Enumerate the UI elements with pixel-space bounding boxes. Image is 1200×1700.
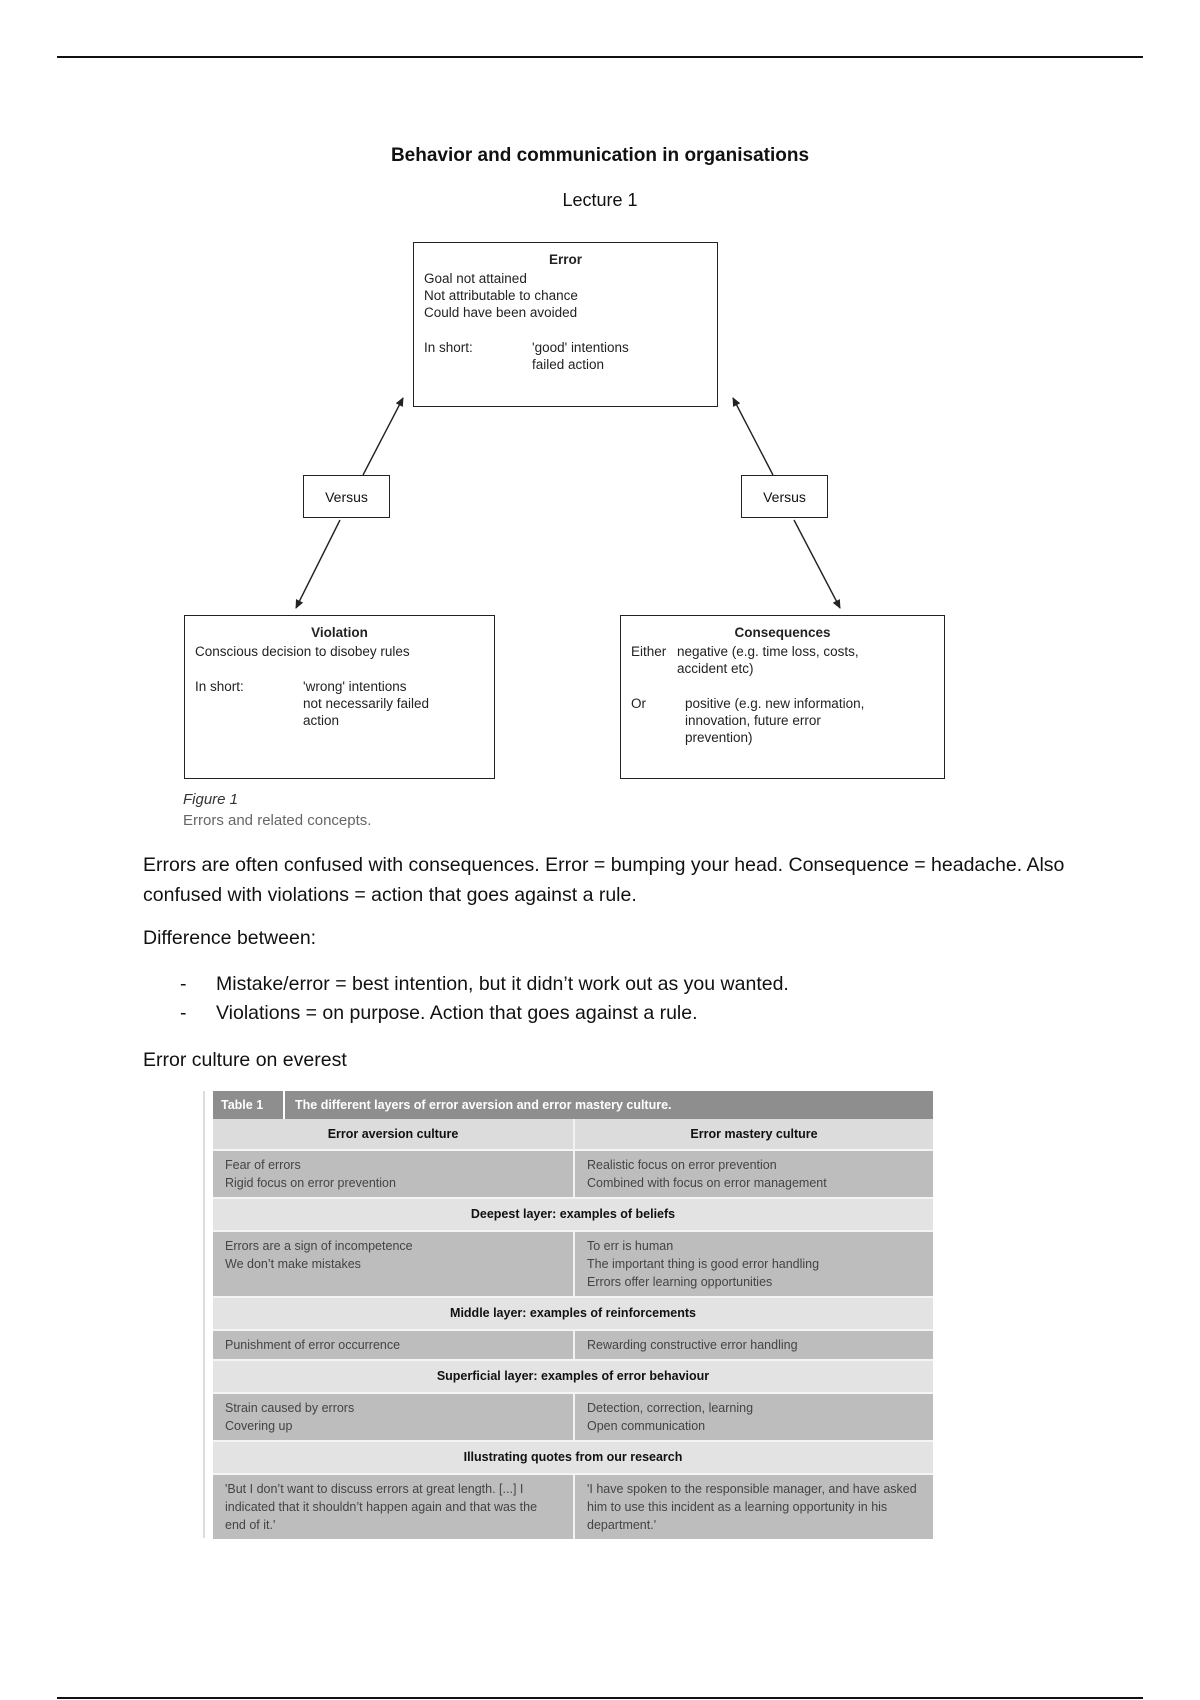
table-quote-right: 'I have spoken to the responsible manage… (587, 1482, 917, 1532)
table-band-superficial-layer: Superficial layer: examples of error beh… (213, 1359, 933, 1392)
paragraph-difference-between: Difference between: (143, 927, 317, 949)
consequences-box: Consequences Either negative (e.g. time … (620, 615, 945, 779)
paragraph-errors-confused: Errors are often confused with consequen… (143, 854, 1065, 906)
bullet-dash: - (180, 1002, 187, 1024)
difference-list: - Mistake/error = best intention, but it … (180, 970, 789, 1028)
table-cell-line: Punishment of error occurrence (225, 1338, 401, 1352)
error-box-short-line: failed action (532, 357, 605, 372)
table-cell-line: We don’t make mistakes (225, 1257, 361, 1271)
table-cell-line: Rigid focus on error prevention (225, 1176, 396, 1190)
table-band-quotes: Illustrating quotes from our research (213, 1440, 933, 1473)
table-cell-line: Errors offer learning opportunities (587, 1275, 773, 1289)
table-caption-bar: Table 1 The different layers of error av… (213, 1091, 933, 1119)
error-box-short-line: 'good' intentions (532, 340, 629, 355)
figure-arrows (295, 397, 841, 609)
consequences-either-line: negative (e.g. time loss, costs, (677, 644, 859, 659)
list-item: - Violations = on purpose. Action that go… (180, 999, 789, 1028)
table-cell-line: Combined with focus on error management (587, 1176, 827, 1190)
list-item-text: Mistake/error = best intention, but it d… (216, 973, 789, 995)
table-cell-line: Rewarding constructive error handling (587, 1338, 798, 1352)
error-box-line: Not attributable to chance (424, 288, 578, 303)
figure-errors-diagram: Error Goal not attained Not attributable… (0, 0, 1200, 840)
table-cell-line: Realistic focus on error prevention (587, 1158, 777, 1172)
table-cell-line: Covering up (225, 1419, 293, 1433)
table-column-headers: Error aversion culture Error mastery cul… (213, 1119, 933, 1149)
table-cell-line: Fear of errors (225, 1158, 301, 1172)
consequences-or-label: Or (631, 696, 646, 711)
consequences-or-line: positive (e.g. new information, (685, 696, 865, 711)
top-rule (57, 56, 1143, 58)
arrow-versus-to-error-left (362, 397, 404, 476)
consequences-box-heading: Consequences (734, 625, 831, 640)
violation-box-short-line: action (303, 713, 340, 728)
bottom-rule (57, 1697, 1143, 1699)
violation-box-heading: Violation (311, 625, 368, 640)
error-box: Error Goal not attained Not attributable… (413, 242, 718, 407)
table-row: Punishment of error occurrence Rewarding… (213, 1329, 933, 1359)
column-header-mastery: Error mastery culture (573, 1119, 933, 1149)
table-cell-line: Strain caused by errors (225, 1401, 355, 1415)
table-caption: The different layers of error aversion a… (295, 1098, 672, 1112)
table-row: Strain caused by errors Covering up Dete… (213, 1392, 933, 1440)
error-box-short-label: In short: (424, 340, 473, 355)
document-subtitle: Lecture 1 (562, 190, 638, 210)
table-band-deepest-layer: Deepest layer: examples of beliefs (213, 1197, 933, 1230)
arrow-versus-to-error-right (732, 397, 774, 476)
violation-box-line: Conscious decision to disobey rules (195, 644, 410, 659)
table-cell-line: To err is human (587, 1239, 674, 1253)
error-culture-table: Table 1 The different layers of error av… (213, 1091, 933, 1539)
versus-box-left: Versus (303, 475, 390, 518)
table-band-middle-layer: Middle layer: examples of reinforcements (213, 1296, 933, 1329)
violation-box-short-line: not necessarily failed (303, 696, 430, 711)
violation-box: Violation Conscious decision to disobey … (184, 615, 495, 779)
violation-box-short-label: In short: (195, 679, 244, 694)
table-quote-left: 'But I don’t want to discuss errors at g… (225, 1482, 538, 1532)
table-row: 'But I don’t want to discuss errors at g… (213, 1473, 933, 1539)
consequences-or-line: prevention) (685, 730, 753, 745)
table-row: Fear of errors Rigid focus on error prev… (213, 1149, 933, 1197)
paragraph-error-culture: Error culture on everest (143, 1049, 347, 1071)
table-cell-line: Open communication (587, 1419, 706, 1433)
table-cell-line: The important thing is good error handli… (587, 1257, 820, 1271)
error-box-line: Goal not attained (424, 271, 527, 286)
violation-box-short-line: 'wrong' intentions (303, 679, 407, 694)
arrow-versus-to-violation (295, 519, 341, 609)
arrow-versus-to-consequences (793, 519, 841, 609)
table-cell-line: Errors are a sign of incompetence (225, 1239, 413, 1253)
list-item-text: Violations = on purpose. Action that goe… (216, 1002, 698, 1024)
error-box-heading: Error (548, 252, 582, 267)
figure-caption-label: Figure 1 (183, 791, 239, 808)
versus-box-right: Versus (741, 475, 828, 518)
bullet-dash: - (180, 973, 187, 995)
consequences-either-label: Either (631, 644, 667, 659)
consequences-or-line: innovation, future error (685, 713, 821, 728)
table-tag: Table 1 (213, 1091, 285, 1119)
consequences-either-line: accident etc) (677, 661, 754, 676)
table-scan-edge (203, 1091, 205, 1538)
table-cell-line: Detection, correction, learning (587, 1401, 754, 1415)
document-title: Behavior and communication in organisati… (390, 145, 810, 166)
column-header-aversion: Error aversion culture (327, 1127, 459, 1141)
figure-caption-text: Errors and related concepts. (183, 812, 372, 829)
error-box-line: Could have been avoided (424, 305, 578, 320)
table-row: Errors are a sign of incompetence We don… (213, 1230, 933, 1296)
list-item: - Mistake/error = best intention, but it … (180, 970, 789, 999)
